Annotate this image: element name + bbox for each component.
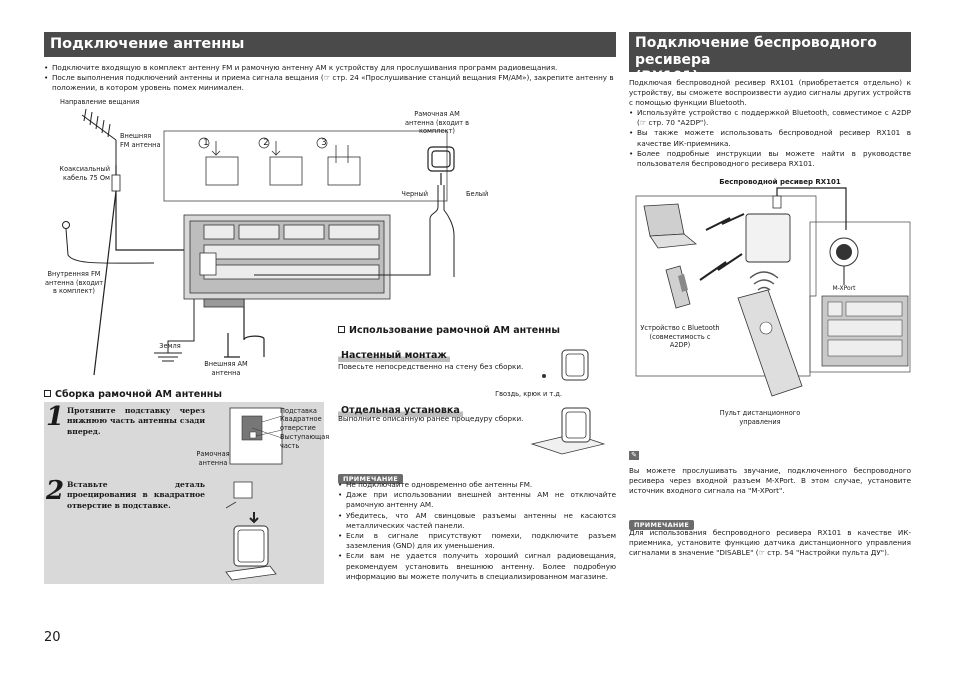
step-mark-3: 3 <box>321 138 327 148</box>
stand-mount-title: Отдельная установка <box>338 398 463 417</box>
wall-mount-title: Настенный монтаж <box>338 343 450 362</box>
right-section-header: Подключение беспроводного ресивера (RX10… <box>629 32 911 85</box>
label-stand: Подставка <box>280 407 317 415</box>
wall-mount-text: Повесьте непосредственно на стену без сб… <box>338 362 524 371</box>
label-nail: Гвоздь, крюк и т.д. <box>495 390 562 398</box>
am-loop-wires <box>254 185 455 277</box>
remote-control-icon <box>737 289 803 397</box>
step-text-2: Вставьте деталь проецирования в квадратн… <box>67 480 205 510</box>
phone-icon <box>665 265 691 309</box>
left-note-3: Убедитесь, что AM свинцовые разъемы анте… <box>338 511 616 531</box>
label-coax-cable: Коаксиальный кабель 75 Ом <box>59 165 110 182</box>
label-broadcast-direction: Направление вещания <box>60 98 140 106</box>
left-note-2: Даже при использовании внешней антенны A… <box>338 490 616 510</box>
ir-signal-icon <box>749 271 779 291</box>
label-white: Белый <box>466 190 489 198</box>
right-bullet-3: Более подробные инструкции вы можете най… <box>629 149 911 169</box>
mxport-connector-icon <box>829 237 859 286</box>
label-external-fm: Внешняя FM антенна <box>120 132 161 149</box>
wall-mount-illustration <box>542 349 589 381</box>
checkbox-icon <box>44 390 51 397</box>
right-intro: Подключая беспроводной ресивер RX101 (пр… <box>629 78 911 108</box>
left-section-title: Подключение антенны <box>50 36 245 52</box>
label-internal-fm: Внутренняя FM антенна (входит в комплект… <box>44 270 104 296</box>
bluetooth-signal-icon <box>705 213 745 231</box>
left-note-4: Если в сигнале присутствуют помехи, подк… <box>338 531 616 551</box>
label-protrusion: Выступающая часть <box>280 433 330 450</box>
mxport-label: M-XPort <box>826 285 862 292</box>
step-number-2: 2 <box>46 476 65 506</box>
antenna-connection-diagram <box>62 108 455 376</box>
right-bullets: Используйте устройство с поддержкой Blue… <box>629 108 911 169</box>
assembly-title: Сборка рамочной AM антенны <box>44 389 304 401</box>
rx101-diagram-title: Беспроводной ресивер RX101 <box>719 178 841 186</box>
left-intro-bullet-1: Подключите входящую в комплект антенну F… <box>44 63 618 73</box>
external-am-antenna-icon <box>224 273 265 358</box>
label-loop-am: Рамочная AM антенна (входит в комплект) <box>404 110 470 136</box>
right-note-text: Для использования беспроводного ресивера… <box>629 528 911 558</box>
rx101-diagram <box>635 187 911 397</box>
label-remote: Пульт дистанционного управления <box>719 409 801 426</box>
laptop-icon <box>643 203 697 249</box>
page-number: 20 <box>44 630 61 645</box>
checkbox-icon <box>338 326 345 333</box>
stand-mount-text: Выполните описанную ранее процедуру сбор… <box>338 414 524 423</box>
external-fm-antenna-icon <box>81 108 117 165</box>
bluetooth-signal-icon-2 <box>699 253 743 281</box>
assembly-illustration <box>225 407 283 581</box>
left-notes: Не подключайте одновременно обе антенны … <box>338 480 616 582</box>
step-text-1: Протяните подставку через нижнюю часть а… <box>67 406 205 436</box>
label-black: Черный <box>401 190 428 198</box>
connector-closeups <box>205 141 361 186</box>
step-mark-2: 2 <box>263 138 269 148</box>
right-bullet-2: Вы также можете использовать беспроводно… <box>629 128 911 148</box>
right-section-title-line1: Подключение беспроводного ресивера <box>635 35 877 68</box>
left-intro-bullets: Подключите входящую в комплект антенну F… <box>44 63 618 94</box>
stand-mount-illustration <box>530 407 606 455</box>
left-note-5: Если вам не удается получить хороший сиг… <box>338 551 616 582</box>
step-number-1: 1 <box>46 402 65 432</box>
ground-icon <box>154 285 195 362</box>
am-loop-antenna-icon <box>427 146 455 185</box>
left-note-badge: ПРИМЕЧАНИЕ <box>338 466 404 485</box>
internal-fm-antenna-icon <box>62 221 155 264</box>
receiver-back-panel <box>183 214 391 308</box>
right-section-title-line2: (RX101) <box>635 69 699 85</box>
label-bluetooth-device: Устройство с Bluetooth (совместимость с … <box>640 324 720 350</box>
tip-icon: ✎ <box>629 451 639 460</box>
right-note-badge: ПРИМЕЧАНИЕ <box>629 512 695 531</box>
right-tip-text: Вы можете прослушивать звучание, подключ… <box>629 466 911 496</box>
label-ground: Земля <box>159 342 181 350</box>
step-mark-1: 1 <box>203 138 209 148</box>
loop-use-title: Использование рамочной AM антенны <box>338 325 598 337</box>
left-note-1: Не подключайте одновременно обе антенны … <box>338 480 616 490</box>
left-section-header: Подключение антенны <box>44 32 616 57</box>
right-bullet-1: Используйте устройство с поддержкой Blue… <box>629 108 911 128</box>
left-intro-bullet-2: После выполнения подключений антенны и п… <box>44 73 618 93</box>
label-square-hole: Квадратное отверстие <box>280 415 322 432</box>
rx101-receiver-icon <box>745 187 847 263</box>
label-loop-antenna: Рамочная антенна <box>196 450 230 467</box>
label-external-am: Внешняя AM антенна <box>204 360 248 377</box>
